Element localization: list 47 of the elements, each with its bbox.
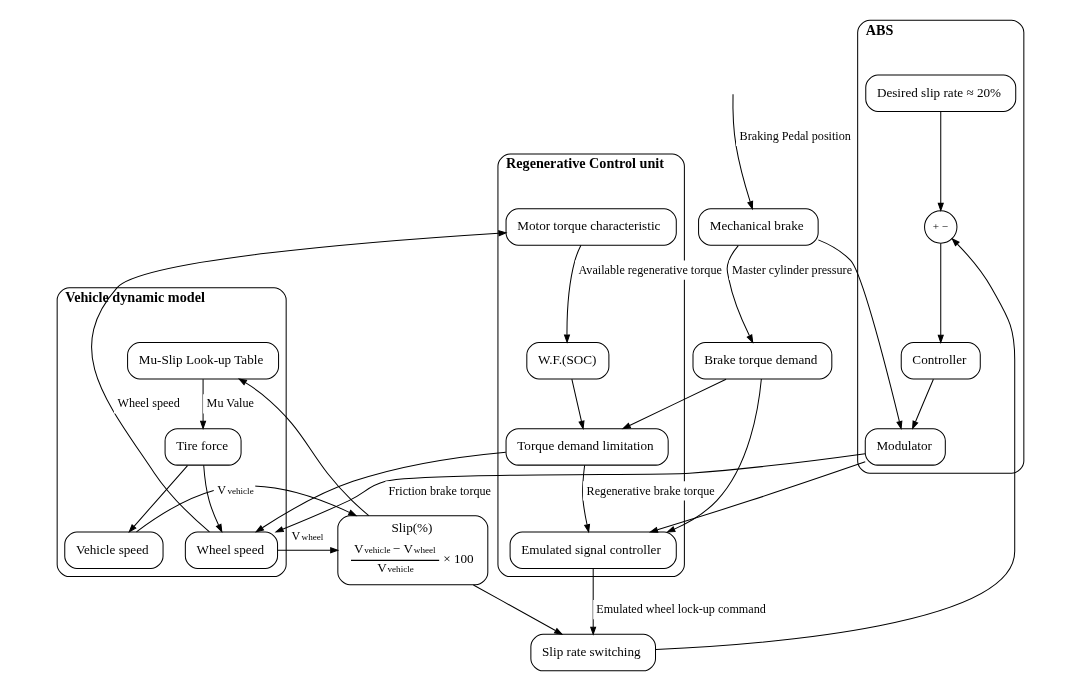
edge-label: Vvehicle — [216, 482, 254, 497]
edge-label: Wheel speed — [116, 396, 180, 411]
edge-label: Vwheel — [290, 529, 323, 544]
node-box: Slip(%) Vvehicle − Vwheel Vvehicle × 100 — [336, 515, 488, 586]
arrow — [563, 244, 581, 344]
arrow — [202, 464, 222, 534]
arrow — [665, 378, 762, 533]
node-box: Controller — [900, 342, 981, 380]
node-box: Emulated signal controller — [509, 531, 677, 569]
arrow — [254, 451, 506, 533]
node-box: W.F.(SOC) — [525, 342, 609, 380]
arrow — [127, 465, 188, 533]
arrow — [911, 378, 934, 430]
arrow — [581, 464, 590, 534]
arrow — [817, 239, 902, 430]
node-box: Mu-Slip Look-up Table — [126, 342, 279, 380]
arrow — [570, 378, 585, 430]
arrow — [199, 378, 206, 430]
arrow — [274, 453, 866, 533]
arrow — [237, 378, 369, 517]
node-box: Mechanical brake — [697, 208, 819, 246]
node-box: Torque demand limitation — [505, 428, 669, 466]
arrow — [135, 485, 357, 533]
edge-label: Friction brake torque — [388, 483, 491, 498]
arrow — [472, 584, 563, 635]
node-box: Slip rate switching — [529, 633, 656, 672]
arrow — [937, 111, 944, 212]
arrow — [648, 461, 866, 533]
arrow — [90, 230, 507, 533]
arrow — [726, 245, 753, 344]
edge-label: Master cylinder pressure — [731, 262, 852, 277]
node-circle: + − — [923, 210, 957, 244]
edge-label: Mu Value — [206, 396, 254, 411]
arrow — [654, 237, 1015, 651]
node-box: Modulator — [864, 428, 946, 466]
node-box: Desired slip rate ≈ 20% — [864, 74, 1016, 112]
arrow — [731, 93, 753, 211]
arrow — [276, 547, 339, 554]
node-box: Motor torque characteristic — [505, 208, 677, 246]
node-box: Brake torque demand — [692, 342, 832, 380]
arrow — [621, 378, 727, 430]
node-box: Tire force — [164, 428, 242, 466]
edge-label: Emulated wheel lock-up command — [595, 602, 766, 617]
node-box: Vehicle speed — [63, 531, 164, 569]
arrow — [937, 242, 944, 344]
edge-label: Braking Pedal position — [739, 128, 851, 143]
node-box: Wheel speed — [184, 531, 278, 569]
